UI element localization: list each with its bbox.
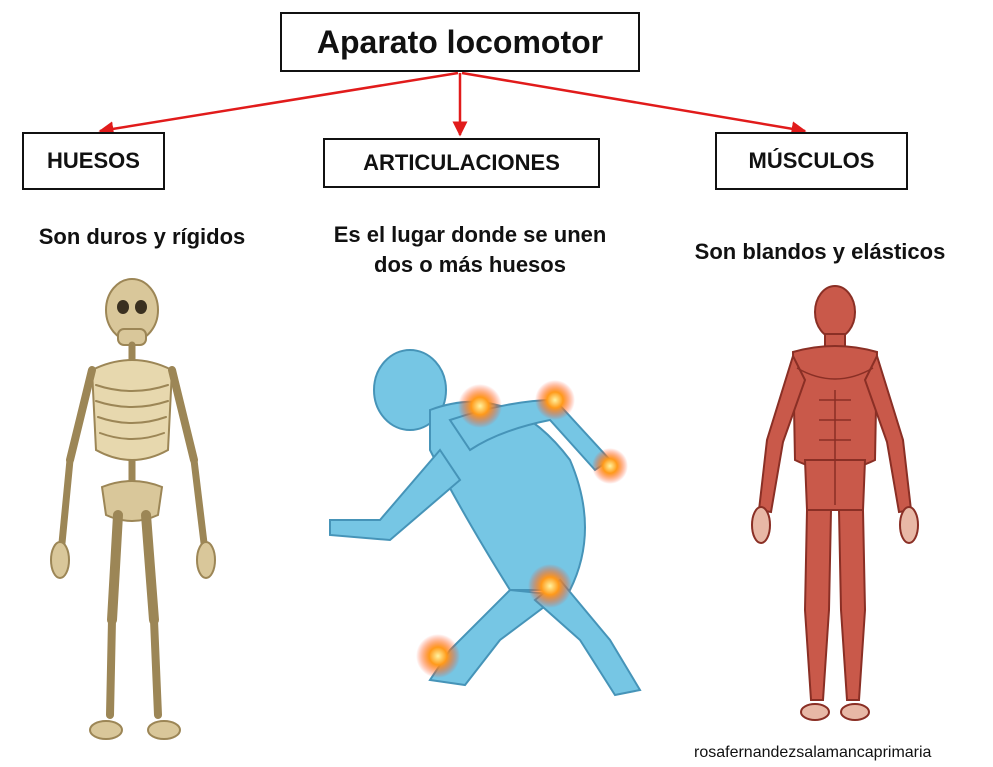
huesos-box: HUESOS [22,132,165,190]
elbow-joint-glow [535,380,575,420]
musculos-box: MÚSCULOS [715,132,908,190]
musculos-description: Son blandos y elásticos [694,239,946,264]
author-credit: rosafernandezsalamancaprimaria [694,744,932,761]
arrow-to-musculos [461,71,807,137]
wrist-joint-glow [592,448,628,484]
muscle-body-illustration [751,285,919,721]
hip-joint-glow [528,564,572,608]
articulaciones-label: ARTICULACIONES [363,150,560,175]
skeleton-illustration [50,278,216,740]
articulaciones-description: Es el lugar donde se unen dos o más hues… [333,222,607,277]
arrow-to-huesos [98,71,459,137]
huesos-description: Son duros y rígidos [38,224,246,249]
huesos-label: HUESOS [47,148,140,173]
title-box: Aparato locomotor [280,12,640,72]
shoulder-joint-glow [458,384,502,428]
diagram-title: Aparato locomotor [316,23,604,60]
articulaciones-box: ARTICULACIONES [323,138,600,188]
musculos-label: MÚSCULOS [748,148,875,173]
running-body-illustration [329,349,642,697]
knee-joint-glow [416,634,460,678]
